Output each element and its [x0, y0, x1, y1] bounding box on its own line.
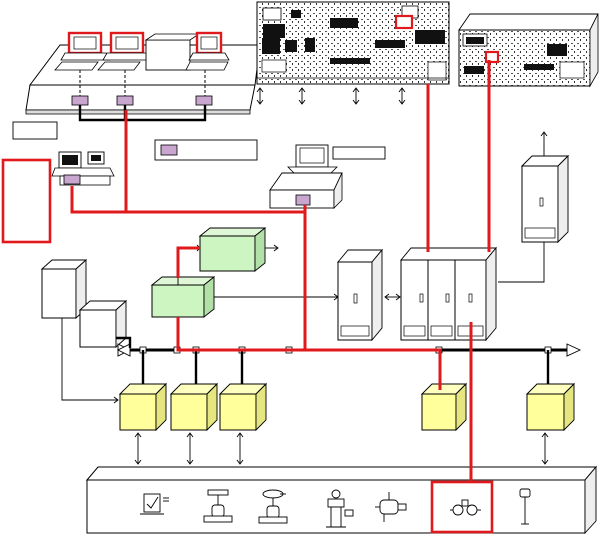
standalone-cabinet-link [498, 242, 545, 283]
flow-transmitter-icon [450, 499, 481, 516]
pump-icon [375, 492, 407, 522]
console-monitor-1 [54, 31, 111, 71]
interface-module-console-2 [116, 95, 134, 106]
highlight-box-left [1, 158, 52, 244]
valve-positioner-icon [326, 489, 354, 528]
legend-box [154, 139, 258, 161]
io-module-5 [525, 382, 576, 432]
console-monitor-2 [97, 31, 153, 71]
panel-signal-arrows [256, 87, 406, 105]
maintenance-station [269, 144, 343, 209]
console-dashed-links [79, 70, 206, 96]
cabinet-triple [400, 246, 497, 342]
cabinet-standalone [520, 131, 570, 244]
io-module-2 [169, 382, 219, 432]
cabinet-single [337, 248, 383, 342]
label-box-left [12, 121, 58, 140]
bus-drops [116, 336, 550, 390]
io-field-arrows [134, 432, 549, 465]
recorder-icon [140, 493, 169, 515]
io-module-1 [118, 382, 168, 432]
cabinet-left-small [78, 299, 128, 349]
console-tower-unit [144, 33, 201, 71]
interface-module-console-1 [71, 95, 89, 106]
io-module-4 [420, 382, 468, 432]
io-module-3 [218, 382, 268, 432]
auxiliary-control-panel [458, 13, 599, 88]
actuated-valve-icon [258, 489, 288, 524]
controller-lower [150, 276, 216, 318]
engineering-station [51, 151, 115, 186]
interface-module-console-3 [195, 95, 213, 106]
cabinet-link-arrow [384, 293, 401, 301]
highlighted-signal-path [70, 60, 491, 482]
main-control-panel [256, 1, 450, 85]
cabinet-left-tall [40, 258, 88, 320]
console-monitor-3 [185, 31, 230, 71]
controller-upper [198, 227, 267, 272]
sensor-probe-icon [519, 488, 531, 525]
label-box-right [332, 146, 386, 160]
valve-icon [203, 489, 233, 523]
